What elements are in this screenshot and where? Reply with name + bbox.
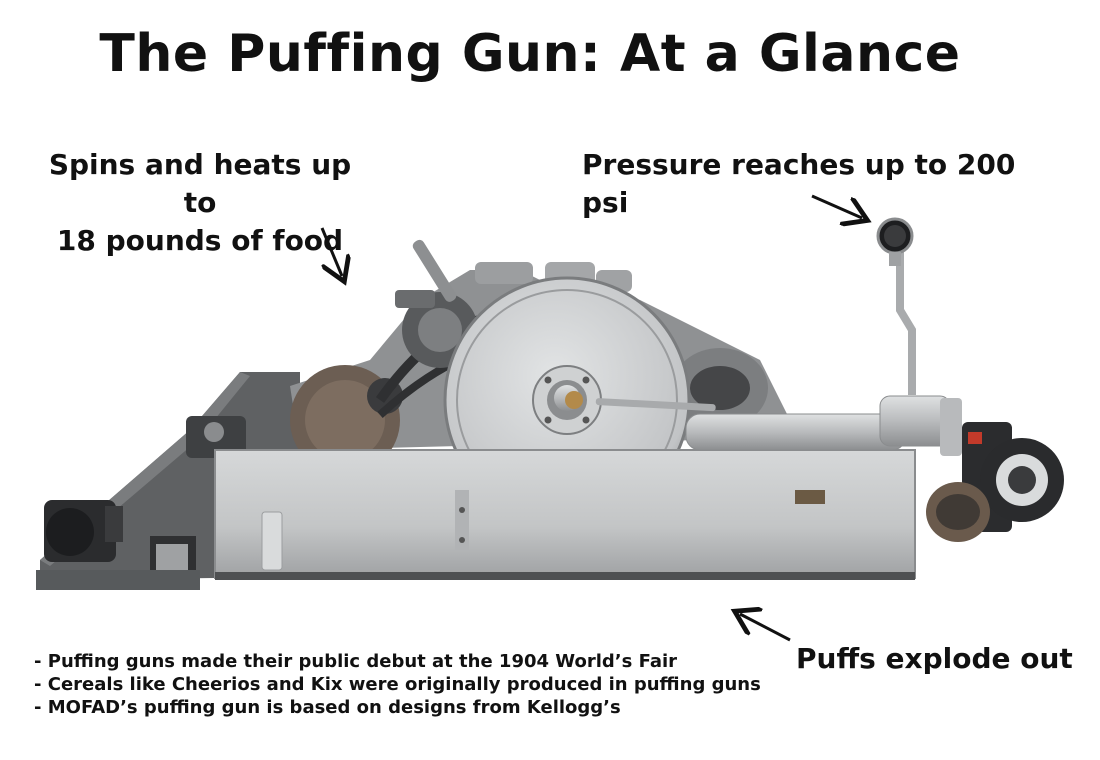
machine-base (214, 449, 916, 580)
left-motor (36, 500, 200, 590)
fact-item: MOFAD’s puffing gun is based on designs … (34, 696, 761, 719)
callout-pressure: Pressure reaches up to 200 psi (582, 148, 1016, 219)
page-title: The Puffing Gun: At a Glance (99, 24, 961, 84)
fact-item: Cereals like Cheerios and Kix were origi… (34, 673, 761, 696)
fact-item: Puffing guns made their public debut at … (34, 650, 761, 673)
right-motor (926, 422, 1064, 542)
callout-spins-line-1: Spins and heats up to (48, 148, 352, 219)
pressure-line (595, 217, 962, 456)
callout-spins-heats: Spins and heats up to 18 pounds of food (30, 146, 370, 260)
callout-puffs: Puffs explode out (796, 642, 1073, 675)
callout-spins-line-2: 18 pounds of food (56, 224, 344, 257)
facts-list: Puffing guns made their public debut at … (34, 650, 761, 719)
